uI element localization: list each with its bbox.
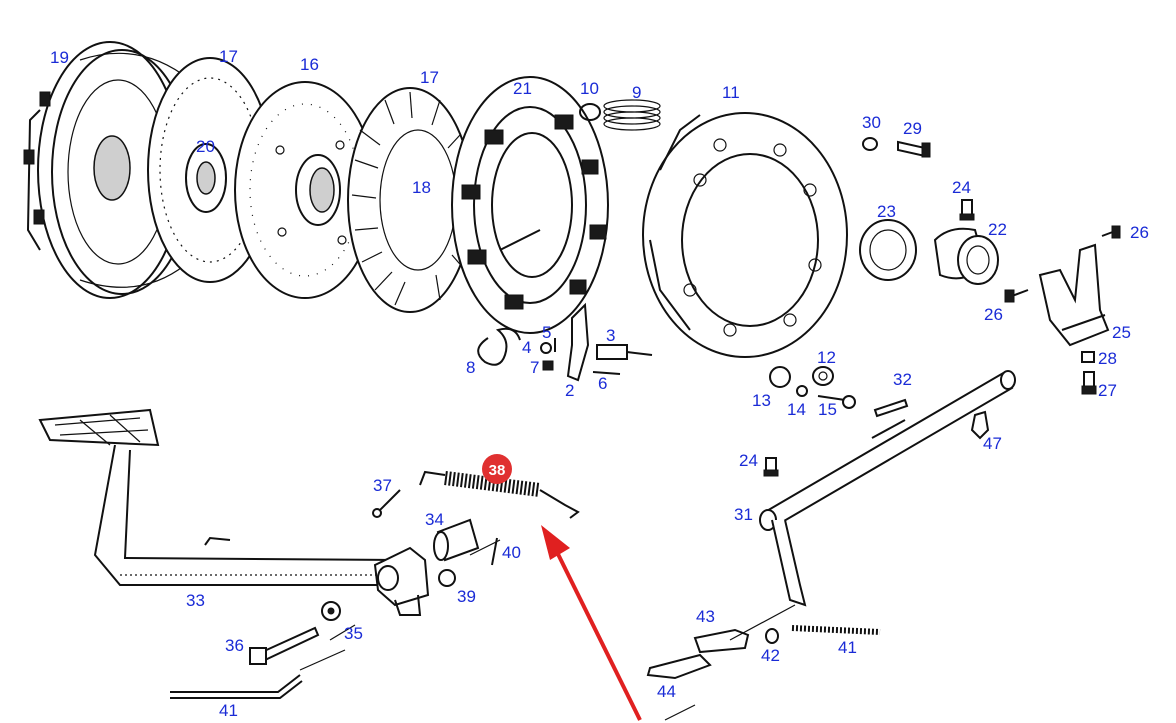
part-label-37: 37 (373, 476, 392, 495)
part-label-8: 8 (466, 358, 475, 377)
part-33-clutch-pedal (38, 408, 397, 586)
part-label-32: 32 (893, 370, 912, 389)
part-label-35: 35 (344, 624, 363, 643)
part-34-bush (433, 518, 480, 562)
part-label-29: 29 (903, 119, 922, 138)
part-14-washer (796, 385, 808, 397)
part-22-bearing-carrier (933, 227, 999, 285)
part-9-pressure-springs (603, 99, 661, 131)
part-label-38: 38 (489, 462, 506, 479)
assembly-lines (299, 539, 796, 721)
part-35-washer (321, 601, 341, 621)
part-41-rod-left (170, 674, 303, 699)
part-label-11: 11 (722, 83, 740, 102)
part-label-5: 5 (542, 323, 551, 342)
part-38-return-spring (419, 470, 580, 519)
part-label-13: 13 (752, 391, 771, 410)
part-label-47: 47 (983, 434, 1002, 453)
part-label-15: 15 (818, 400, 837, 419)
part-8-clip (477, 327, 521, 366)
part-13-strut (769, 366, 791, 388)
part-28-nut (1081, 351, 1095, 363)
part-label-33: 33 (186, 591, 205, 610)
part-label-34: 34 (425, 510, 444, 529)
part-3-eyebolt (596, 344, 653, 360)
part-label-2: 2 (565, 381, 574, 400)
part-16-drive-plate (234, 81, 376, 299)
part-label-26: 26 (984, 305, 1003, 324)
part-label-36: 36 (225, 636, 244, 655)
part-10-spring-cup (579, 103, 601, 121)
part-label-3: 3 (606, 326, 615, 345)
part-47-fitting (970, 410, 990, 440)
part-label-39: 39 (457, 587, 476, 606)
part-15-screw (817, 395, 856, 409)
part-label-30: 30 (862, 113, 881, 132)
part-label-4: 4 (522, 338, 531, 357)
part-2-lever (566, 302, 590, 382)
part-label-12: 12 (817, 348, 836, 367)
part-label-21: 21 (513, 79, 532, 98)
part-30-washer (862, 137, 878, 151)
part-44-clevis-end (646, 653, 712, 680)
part-label-14: 14 (787, 400, 806, 419)
part-11-clutch-cover (642, 112, 848, 358)
part-label-40: 40 (502, 543, 521, 562)
part-label-19: 19 (50, 48, 69, 67)
part-32-key (873, 398, 909, 418)
part-label-24: 24 (739, 451, 758, 470)
part-21-pressure-plate-assembly (451, 76, 609, 334)
part-24-grease-nipple-top (959, 199, 975, 221)
part-39-washer (438, 569, 456, 587)
part-label-10: 10 (580, 79, 599, 98)
part-label-9: 9 (632, 83, 641, 102)
part-label-22: 22 (988, 220, 1007, 239)
part-26-bolt-lower (1004, 289, 1029, 303)
part-29-bolt (897, 140, 931, 158)
part-label-41: 41 (219, 701, 238, 720)
part-label-23: 23 (877, 202, 896, 221)
part-label-16: 16 (300, 55, 319, 74)
part-42-nut (765, 628, 779, 644)
part-label-17: 17 (219, 47, 238, 66)
part-26-bolt-upper (1101, 225, 1121, 239)
part-label-20: 20 (196, 137, 215, 156)
part-4-washer (540, 342, 552, 354)
part-label-42: 42 (761, 646, 780, 665)
part-label-26: 26 (1130, 223, 1149, 242)
part-31-cross-shaft (759, 370, 1016, 607)
part-label-44: 44 (657, 682, 676, 701)
part-25-release-fork (1038, 243, 1110, 347)
part-label-17: 17 (420, 68, 439, 87)
highlight-arrow (541, 525, 642, 721)
part-43-clevis (693, 628, 750, 654)
part-label-24: 24 (952, 178, 971, 197)
part-41-rod-right (791, 625, 881, 635)
part-23-release-bearing (859, 219, 917, 281)
pedal-pivot-boss (373, 546, 430, 616)
part-label-6: 6 (598, 374, 607, 393)
part-labels: 19 17 16 17 21 10 9 11 30 29 20 18 24 23… (50, 47, 1149, 720)
part-36-bolt (249, 626, 320, 665)
part-label-31: 31 (734, 505, 753, 524)
part-6-pin (592, 371, 621, 375)
part-label-41: 41 (838, 638, 857, 657)
part-label-25: 25 (1112, 323, 1131, 342)
part-label-28: 28 (1098, 349, 1117, 368)
part-12-nut (812, 366, 834, 386)
part-label-43: 43 (696, 607, 715, 626)
part-7-nut (542, 360, 554, 371)
part-17-friction-disc (347, 87, 473, 313)
part-24-grease-nipple-lower (763, 457, 779, 477)
part-37-pin (372, 489, 401, 518)
part-label-7: 7 (530, 358, 539, 377)
part-label-18: 18 (412, 178, 431, 197)
part-27-bolt (1081, 371, 1097, 395)
highlight-marker-38: 38 (482, 454, 512, 484)
part-label-27: 27 (1098, 381, 1117, 400)
